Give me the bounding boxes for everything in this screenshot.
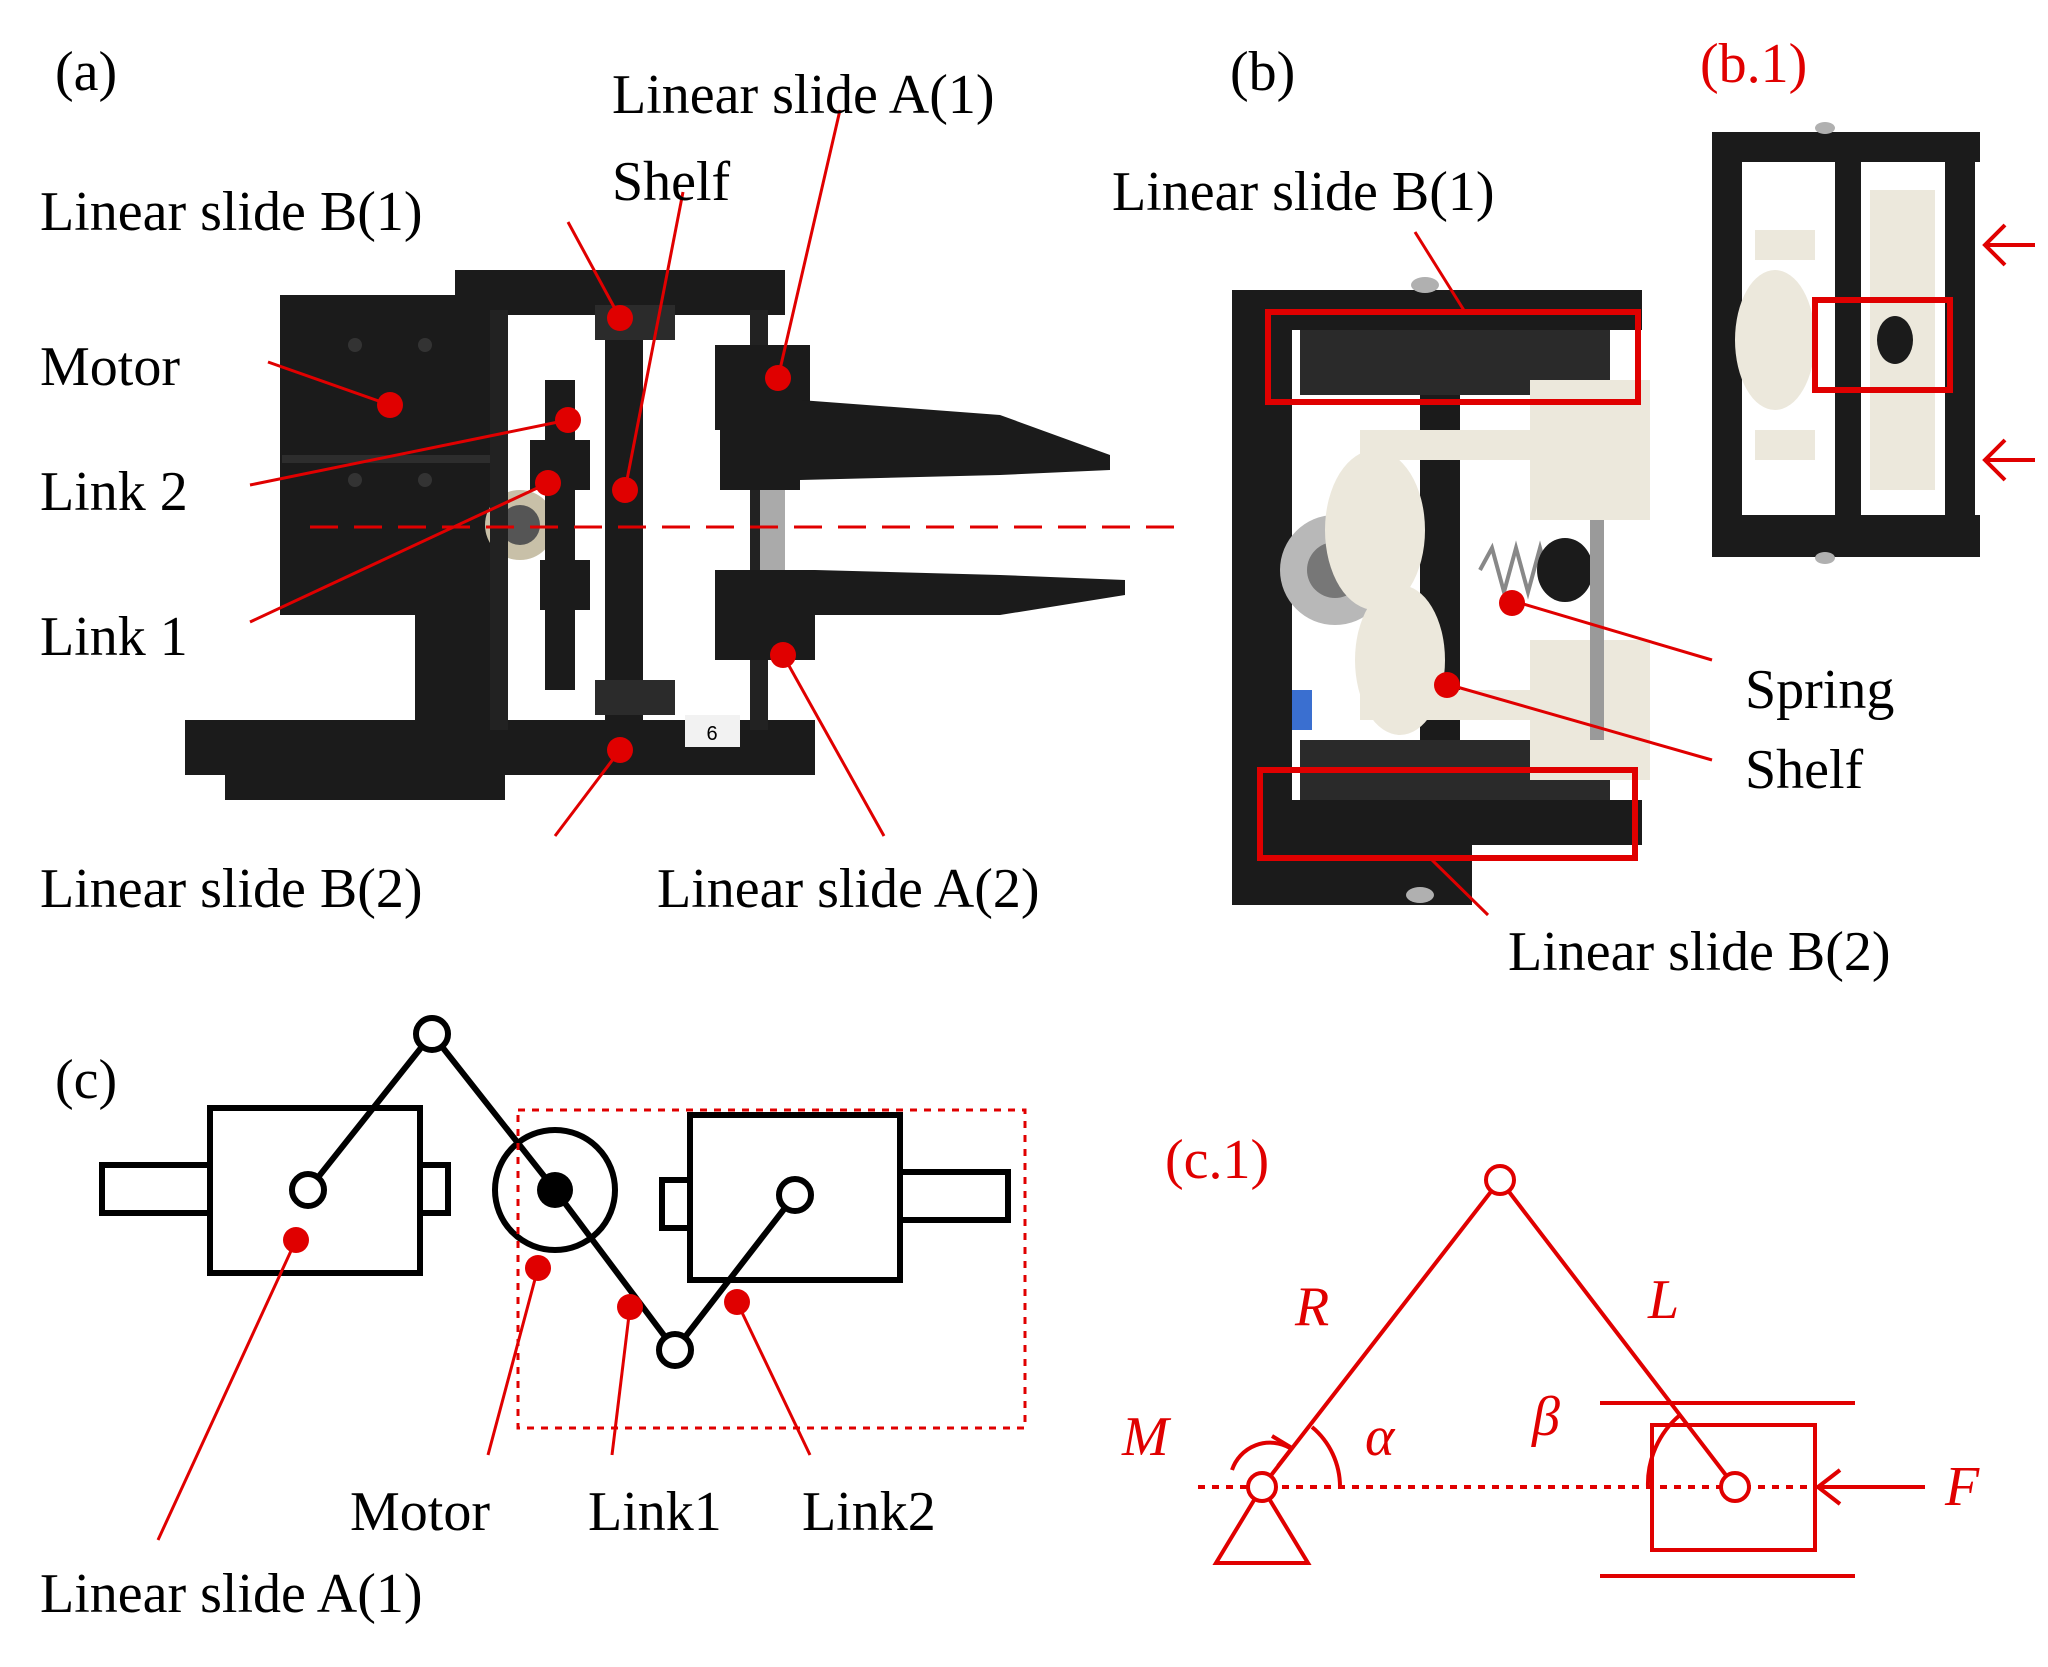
panel-a-tag: (a)	[55, 41, 117, 103]
label-a-slide-b1: Linear slide B(1)	[40, 181, 423, 243]
label-b-slide-b1: Linear slide B(1)	[1112, 161, 1495, 223]
arrow-bottom-left-icon	[1982, 438, 2035, 482]
dot-shelf	[612, 477, 638, 503]
highlight-slide-b2	[1257, 767, 1638, 861]
label-a-slide-a2: Linear slide A(2)	[657, 858, 1040, 920]
label-b-shelf: Shelf	[1745, 739, 1864, 801]
part-number-tag: 6	[706, 723, 717, 745]
highlight-slide-b1	[1265, 309, 1641, 405]
kinematic-diagram	[1198, 1178, 1925, 1578]
joint-motor	[537, 1172, 573, 1208]
panel-c1: (c.1) R L M	[1121, 1129, 1980, 1578]
label-a-link1: Link 1	[40, 606, 188, 668]
gripper-photo-a: 6	[185, 270, 1125, 800]
label-c-slide-a1: Linear slide A(1)	[40, 1563, 423, 1625]
dot-c-motor	[525, 1255, 551, 1281]
symbol-beta: β	[1531, 1386, 1560, 1448]
label-a-motor: Motor	[40, 336, 180, 398]
symbol-alpha: α	[1365, 1406, 1396, 1468]
joint-left-slide	[289, 1171, 327, 1209]
dot-c-slide-a1	[283, 1227, 309, 1253]
panel-b1: (b.1)	[1700, 33, 2035, 564]
joint-c1-pivot	[1246, 1471, 1278, 1503]
joint-bottom	[656, 1331, 694, 1369]
highlight-spring-b1	[1812, 297, 1953, 393]
label-c-link2: Link2	[802, 1481, 936, 1543]
symbol-l: L	[1647, 1269, 1679, 1331]
gripper-photo-b1	[1712, 122, 1980, 564]
panel-c: (c)	[40, 1015, 1027, 1625]
dot-link1	[535, 470, 561, 496]
label-b-spring: Spring	[1745, 659, 1894, 721]
dot-c-link2	[724, 1289, 750, 1315]
symbol-f: F	[1944, 1456, 1980, 1518]
panel-c1-tag: (c.1)	[1165, 1129, 1269, 1191]
arrow-top-left-icon	[1982, 223, 2035, 267]
dot-slide-a1	[765, 365, 791, 391]
dot-motor	[377, 392, 403, 418]
joint-right-slide	[776, 1176, 814, 1214]
label-a-slide-b2: Linear slide B(2)	[40, 858, 423, 920]
panel-b-tag: (b)	[1230, 41, 1295, 103]
label-a-link2: Link 2	[40, 461, 188, 523]
dot-link2	[555, 407, 581, 433]
symbol-m: M	[1121, 1406, 1172, 1468]
joint-c1-top	[1484, 1164, 1516, 1196]
joint-top	[413, 1015, 451, 1053]
panel-a: (a)	[40, 41, 1175, 920]
symbol-r: R	[1294, 1276, 1329, 1338]
dot-slide-a2	[770, 642, 796, 668]
panel-c-tag: (c)	[55, 1049, 117, 1111]
region-dotted-box	[516, 1108, 1027, 1430]
dot-slide-b2	[607, 737, 633, 763]
dot-spring	[1499, 590, 1525, 616]
label-a-slide-a1: Linear slide A(1)	[612, 64, 995, 126]
dot-shelf-b	[1434, 672, 1460, 698]
label-a-shelf: Shelf	[612, 151, 731, 213]
joint-c1-slider	[1719, 1471, 1751, 1503]
label-b-slide-b2: Linear slide B(2)	[1508, 921, 1891, 983]
dot-slide-b1	[607, 305, 633, 331]
panel-b1-tag: (b.1)	[1700, 33, 1807, 95]
dot-c-link1	[617, 1294, 643, 1320]
label-c-motor: Motor	[350, 1481, 490, 1543]
gripper-photo-b	[1232, 277, 1650, 905]
label-c-link1: Link1	[588, 1481, 722, 1543]
panel-b: (b)	[1112, 41, 1894, 983]
